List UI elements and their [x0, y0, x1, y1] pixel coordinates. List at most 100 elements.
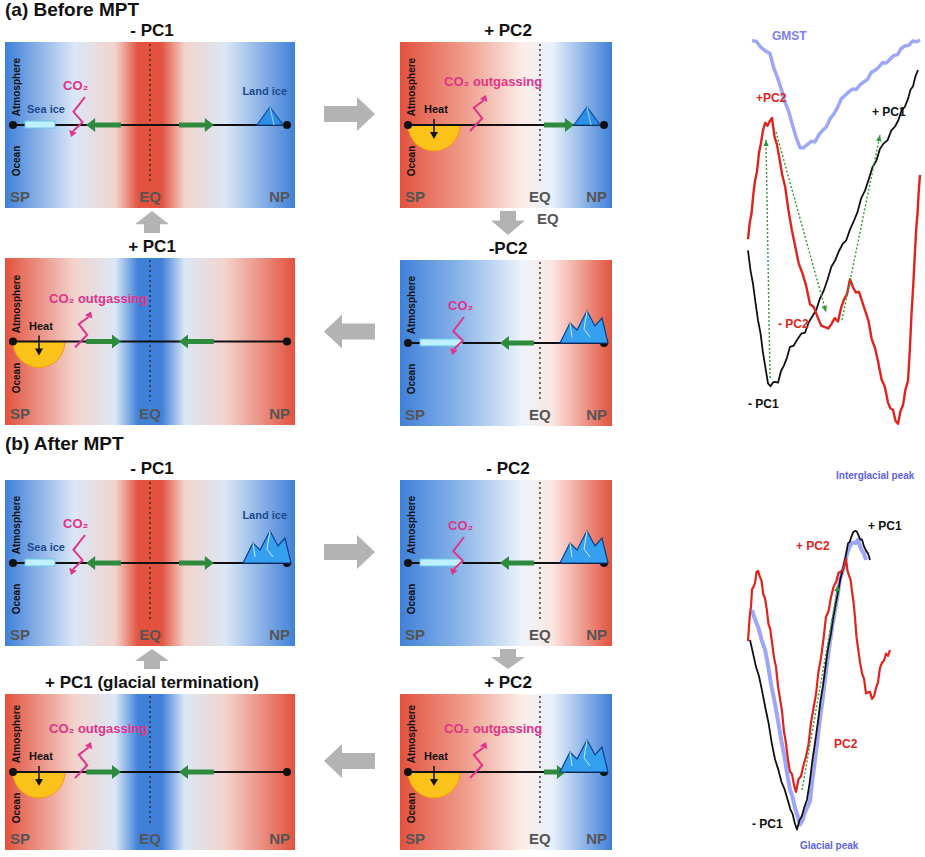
latitude-label: EQ [537, 211, 559, 228]
latitude-label: NP [269, 831, 290, 848]
latitude-label: EQ [139, 831, 161, 848]
panel-heading: - PC1 [5, 458, 299, 480]
series-label: Interglacial peak [836, 470, 914, 481]
layer-label: Ocean [406, 364, 417, 395]
land-ice-shade [570, 531, 590, 557]
sea-ice [420, 559, 462, 566]
panel-ground: AtmosphereOceanSPEQNPHeatCO₂ outgassing [5, 694, 295, 850]
interface-line [13, 771, 287, 773]
flow-arrowhead [205, 118, 214, 132]
flow-arrow [544, 770, 557, 775]
process-label: Land ice [242, 509, 287, 521]
series-label: - PC1 [752, 818, 783, 831]
co2-arrow [453, 537, 464, 569]
land-ice [257, 107, 283, 125]
section-title: (b) After MPT [5, 434, 124, 455]
layer-label: Ocean [11, 362, 22, 393]
phase-arrow [766, 140, 770, 378]
process-label: Land ice [242, 85, 287, 97]
heat-arrow [38, 336, 40, 350]
latitude-label: SP [405, 189, 425, 206]
land-ice [243, 531, 291, 563]
process-label: CO₂ [63, 79, 88, 93]
line-end [404, 559, 412, 567]
phase-panel: - PC1AtmosphereOceanSPEQNPSea iceCO₂Land… [5, 458, 299, 646]
layer-label: Ocean [406, 146, 417, 177]
cycle-arrow [324, 315, 375, 349]
series-label: - PC2 [778, 318, 809, 331]
co2-arrowhead [69, 568, 77, 575]
latitude-label: EQ [529, 627, 551, 644]
panel-heading: + PC2 [400, 672, 616, 694]
phase-panel: - PC2AtmosphereOceanSPEQNPCO₂ [400, 458, 616, 646]
line-end [9, 768, 17, 776]
co2-arrow [470, 747, 484, 778]
layer-label: Atmosphere [406, 705, 417, 763]
sea-ice [25, 559, 55, 566]
time-series [748, 559, 890, 792]
process-label: CO₂ outgassing [444, 75, 542, 89]
layer-label: Atmosphere [11, 496, 22, 554]
layer-label: Ocean [406, 584, 417, 615]
panel-ground: AtmosphereOceanSPEQNPHeatCO₂ outgassing [400, 42, 612, 208]
flow-arrowhead [112, 765, 121, 779]
phase-arrow [802, 585, 838, 790]
panel-illustration [5, 42, 295, 208]
latitude-label: NP [586, 831, 607, 848]
flow-arrowhead [500, 336, 509, 350]
heat-arrow [433, 766, 435, 780]
flow-arrowhead [205, 556, 214, 570]
latitude-label: SP [405, 831, 425, 848]
process-label: CO₂ [448, 519, 473, 533]
land-ice [574, 107, 600, 125]
flow-arrow [95, 123, 121, 128]
latitude-label: EQ [139, 627, 161, 644]
flow-arrowhead [565, 118, 574, 132]
panel-illustration [400, 480, 612, 646]
series-label: - PC1 [748, 398, 779, 411]
interface-line [13, 341, 287, 343]
line-end [283, 768, 291, 776]
co2-arrowhead [450, 568, 458, 575]
co2-arrow [453, 317, 464, 349]
panel-heading: + PC1 [5, 236, 299, 258]
flow-arrow [188, 770, 214, 775]
panel-ground: AtmosphereOceanSPEQNPCO₂ [400, 260, 612, 426]
eq-line [539, 696, 540, 826]
flow-arrow [86, 339, 112, 344]
eq-line [149, 696, 150, 826]
series-label: + PC1 [868, 520, 902, 533]
section-title: (a) Before MPT [5, 0, 139, 21]
time-series [752, 40, 920, 148]
land-ice-shade [570, 740, 590, 766]
line-end [600, 121, 608, 129]
latitude-label: SP [405, 627, 425, 644]
line-end [283, 338, 291, 346]
layer-label: Atmosphere [11, 58, 22, 116]
latitude-label: EQ [529, 189, 551, 206]
eq-line [539, 482, 540, 622]
latitude-label: SP [10, 406, 30, 423]
heat-arrowhead [35, 349, 43, 356]
latitude-label: NP [586, 189, 607, 206]
cycle-arrow [135, 211, 169, 233]
co2-arrowhead [85, 312, 92, 319]
land-ice-shade [270, 107, 274, 125]
co2-arrow [73, 97, 85, 131]
process-label: CO₂ outgassing [444, 722, 542, 736]
process-label: Sea ice [27, 541, 65, 553]
series-label: PC2 [834, 738, 857, 751]
line-end [283, 121, 291, 129]
flow-arrow [95, 561, 121, 566]
latitude-label: SP [10, 627, 30, 644]
flow-arrow [509, 341, 534, 346]
panel-heading: - PC2 [400, 458, 616, 480]
cycle-arrow [491, 211, 525, 235]
panel-illustration [400, 42, 612, 208]
panel-heading: -PC2 [400, 238, 616, 260]
layer-label: Atmosphere [406, 58, 417, 116]
eq-line [539, 262, 540, 402]
panel-ground: AtmosphereOceanSPEQNPCO₂ [400, 480, 612, 646]
co2-arrowhead [480, 742, 487, 749]
process-label: Heat [29, 320, 53, 332]
